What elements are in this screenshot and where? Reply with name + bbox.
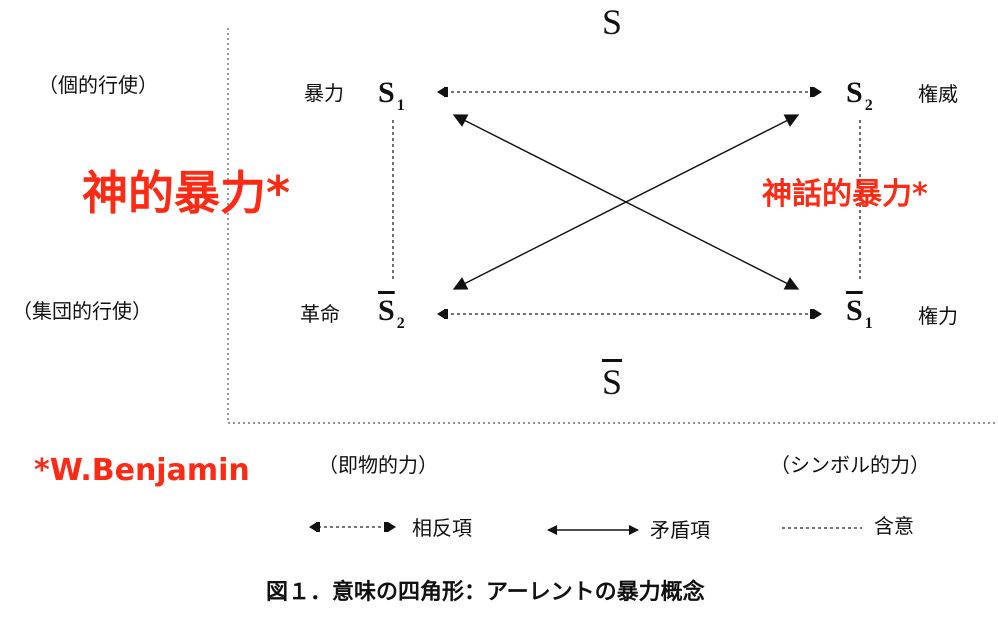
node-s1bar-index: 1 bbox=[864, 315, 873, 332]
contrary-bottom-right-tick bbox=[810, 309, 814, 319]
node-s2bar-letter: S bbox=[378, 294, 395, 327]
legend-contradiction-label: 矛盾項 bbox=[650, 518, 710, 542]
contrary-top-right-head bbox=[814, 87, 822, 97]
node-s1-index: 1 bbox=[396, 97, 405, 114]
figure-caption: 図１．意味の四角形：アーレントの暴力概念 bbox=[266, 580, 705, 605]
contradiction-diagonal-s2bar-s2 bbox=[452, 114, 800, 290]
node-s2bar-index: 2 bbox=[396, 315, 405, 332]
legend-contrary-right-head bbox=[388, 522, 396, 532]
legend-implication-label: 含意 bbox=[874, 514, 914, 538]
legend-contrary-left-head bbox=[309, 522, 317, 532]
node-s1-word: 暴力 bbox=[304, 81, 344, 105]
node-s1bar-word: 権力 bbox=[918, 304, 958, 328]
contrary-bottom-left-head bbox=[437, 309, 445, 319]
node-s2-index: 2 bbox=[864, 97, 873, 114]
legend-contrary-label: 相反項 bbox=[412, 516, 472, 540]
contrary-top-left-head bbox=[437, 87, 445, 97]
contrary-bottom-left-tick bbox=[444, 309, 448, 319]
left-top-individual: （個的行使） bbox=[38, 73, 158, 97]
contrary-top-left-tick bbox=[444, 87, 448, 97]
divine-violence-red: 神的暴力* bbox=[82, 166, 291, 220]
bottom-right-axis-label: （シンボル的力） bbox=[770, 453, 930, 477]
contrary-bottom-right-head bbox=[814, 309, 822, 319]
node-s2-letter: S bbox=[846, 76, 863, 109]
node-s2-word: 権威 bbox=[918, 82, 958, 106]
legend-contrary-left-tick bbox=[316, 522, 320, 532]
bottom-s-bar-label: S bbox=[602, 362, 623, 402]
node-s1bar-letter: S bbox=[846, 294, 863, 327]
benjamin-note-red: *W.Benjamin bbox=[34, 453, 250, 488]
top-s-label: S bbox=[602, 2, 623, 42]
contrary-top-right-tick bbox=[810, 87, 814, 97]
node-s1-letter: S bbox=[378, 76, 395, 109]
legend-contrary-right-tick bbox=[384, 522, 388, 532]
left-bottom-collective: （集団的行使） bbox=[12, 299, 152, 323]
bottom-left-axis-label: （即物的力） bbox=[318, 453, 438, 477]
node-s2bar-word: 革命 bbox=[300, 302, 340, 326]
mythic-violence-red: 神話的暴力* bbox=[762, 177, 928, 212]
